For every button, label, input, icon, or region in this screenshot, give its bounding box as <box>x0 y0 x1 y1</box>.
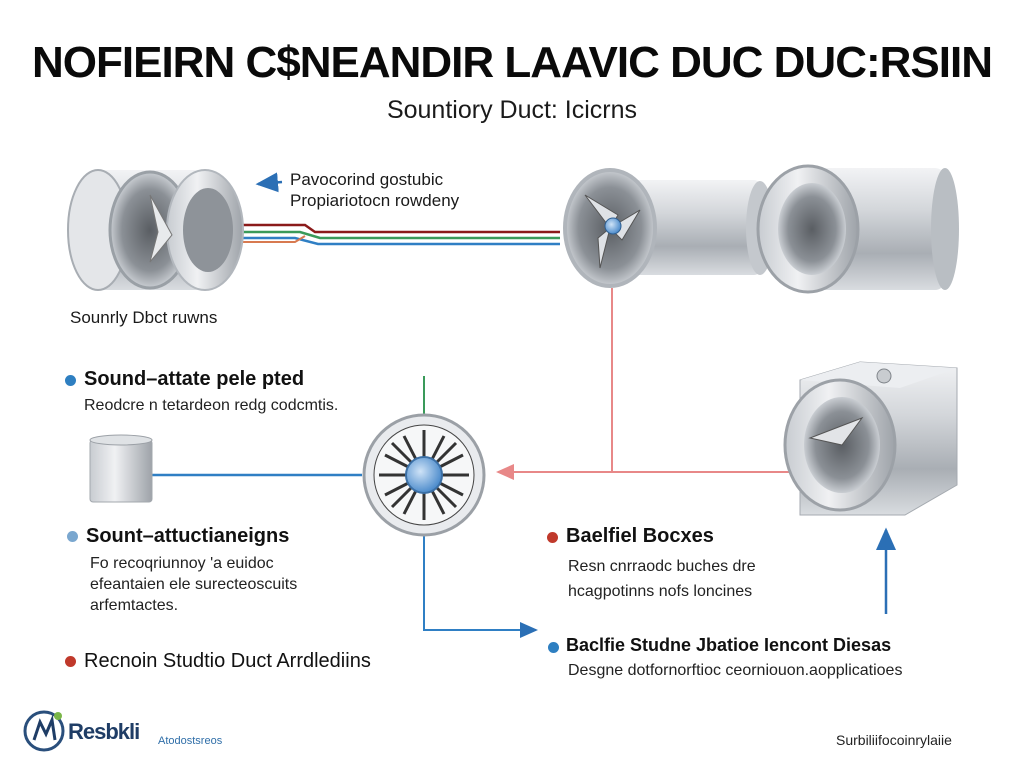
top-annotation-line1: Pavocorind gostubic <box>290 170 443 190</box>
baffle-box-icon <box>785 362 957 515</box>
section-1-heading: Sound–attate pele pted <box>84 368 304 391</box>
section-2-bullet-icon <box>67 531 78 542</box>
round-fan-icon <box>364 415 484 535</box>
section-2-line-3: arfemtactes. <box>90 597 178 615</box>
section-2-heading: Sount–attuctianeigns <box>86 525 289 548</box>
section-2-line-2: efeantaien ele surecteoscuits <box>90 576 297 594</box>
duct-silencer-icon <box>68 170 243 290</box>
section-5-bullet-icon <box>548 642 559 653</box>
section-2-line-1: Fo recoqriunnoy 'a euidoc <box>90 555 274 573</box>
section-1-bullet-icon <box>65 375 76 386</box>
section-4-heading: Baelfiel Bocxes <box>566 525 714 548</box>
footer-logo-text: Resbkli <box>68 719 139 745</box>
section-5-line-1: Desgne dotfornorftioc ceorniouon.aopplic… <box>568 662 902 680</box>
page-subtitle: Sountiory Duct: Icicrns <box>0 96 1024 125</box>
section-4-line-1: Resn cnrraodc buches dre <box>568 558 756 576</box>
section-3-bullet-icon <box>65 656 76 667</box>
logo-icon <box>25 712 63 750</box>
footer-right-text: Surbiliifocoinrylaiie <box>836 732 952 748</box>
section-5-heading: Baclfie Studne Jbatioe Iencont Diesas <box>566 635 891 656</box>
left-caption: Sounrly Dbct ruwns <box>70 308 217 328</box>
section-4-bullet-icon <box>547 532 558 543</box>
section-3-heading: Recnoin Studtio Duct Arrdlediins <box>84 650 371 673</box>
duct-cylinder-icon <box>758 166 959 292</box>
section-4-line-2: hcagpotinns nofs loncines <box>568 583 752 601</box>
page-title: NOFIEIRN C$NEANDIR LAAVIC DUC DUC:RSIIN <box>0 38 1024 88</box>
inline-fan-icon <box>565 170 774 286</box>
top-annotation-line2: Propiariotocn rowdeny <box>290 191 459 211</box>
section-1-line-1: Reodcre n tetardeon redg codcmtis. <box>84 397 338 415</box>
footer-logo-sub: Atodostsreos <box>158 735 222 747</box>
small-duct-icon <box>90 435 152 502</box>
